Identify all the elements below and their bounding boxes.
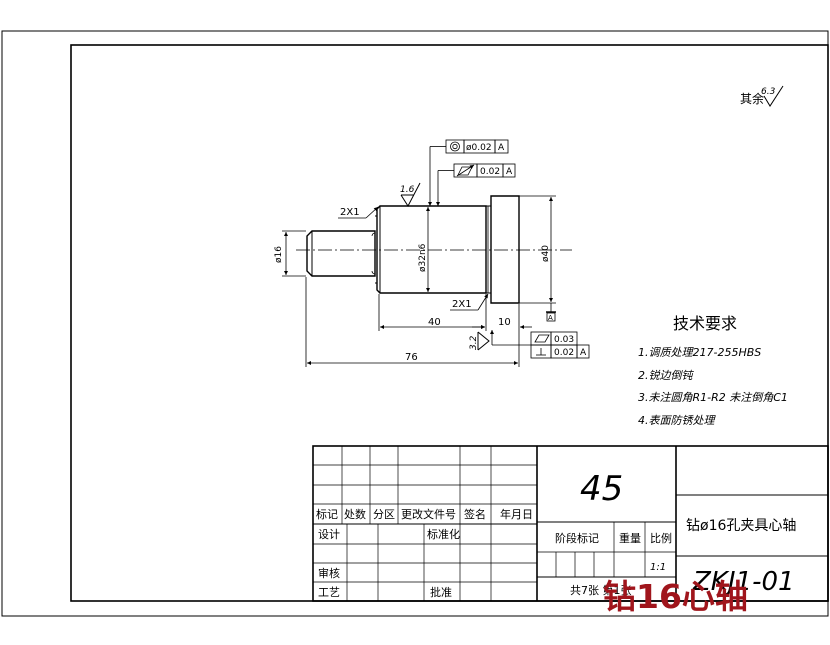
tol-concentricity-datum: A: [498, 143, 505, 153]
roughness-bottom-symbol: [477, 331, 490, 351]
tb-hdr-mark: 标记: [316, 507, 338, 521]
tol-runout-datum: A: [506, 167, 513, 177]
tb-process: 工艺: [318, 586, 340, 599]
dim-d40-text: ø40: [541, 245, 551, 262]
tb-approve: 批准: [430, 585, 452, 599]
shaft-small-section: [306, 230, 376, 277]
shaft-part: [306, 195, 520, 304]
dim-d16: [282, 230, 306, 277]
dim-chamfer-top: [338, 206, 379, 219]
tb-hdr-zone: 分区: [373, 508, 395, 521]
surface-note-value: 6.3: [761, 87, 776, 97]
datum-a-symbol: [546, 303, 556, 322]
shaft-flange: [490, 195, 520, 304]
datum-a-label: A: [548, 314, 553, 322]
tb-hdr-sign: 签名: [464, 507, 486, 521]
tol-frame-perpendicularity: [490, 330, 590, 359]
tol-frame-concentricity: [428, 139, 509, 206]
tb-weight: 重量: [619, 531, 641, 545]
surface-note-text: 其余: [740, 91, 764, 106]
dim-76: [305, 277, 520, 367]
surface-roughness-note: 其余 6.3: [740, 85, 784, 107]
dim-76-text: 76: [405, 352, 418, 363]
tech-item-3: 3.未注圆角R1-R2 未注倒角C1: [638, 391, 788, 404]
dim-10-text: 10: [498, 317, 511, 328]
tb-standardize: 标准化: [427, 527, 460, 541]
tol-frame-runout: [436, 163, 516, 206]
tb-hdr-count: 处数: [344, 508, 366, 521]
tb-scale-value: 1:1: [650, 562, 666, 573]
dim-40-text: 40: [428, 317, 441, 328]
dim-d32-text: ø32n6: [418, 243, 428, 272]
tb-material: 45: [580, 469, 623, 509]
dim-40-10: [378, 294, 532, 331]
tol-perp-value: 0.02: [554, 348, 574, 358]
tb-review: 审核: [318, 566, 340, 580]
roughness-left-value: 1.6: [400, 185, 415, 195]
title-block-text: 标记 处数 分区 更改文件号 签名 年月日 设计 标准化 审核 工艺 批准 45…: [316, 469, 796, 599]
shaft-mid-section: [376, 205, 487, 294]
roughness-bottom-value: 3.2: [469, 335, 479, 350]
tb-scale-label: 比例: [650, 531, 672, 545]
dim-chamfer-bottom-text: 2X1: [452, 299, 472, 310]
tb-part-name: 钻ø16孔夹具心轴: [686, 518, 796, 534]
tb-stage-mark: 阶段标记: [555, 531, 599, 545]
dim-d40: [519, 195, 556, 304]
tb-hdr-docno: 更改文件号: [401, 507, 456, 521]
tol-concentricity-value: ø0.02: [466, 143, 492, 153]
tb-sheets: 共7张 第1张: [570, 583, 632, 597]
title-block: [312, 445, 829, 602]
dim-chamfer-top-text: 2X1: [340, 207, 360, 218]
tech-item-4: 4.表面防锈处理: [638, 414, 716, 427]
tb-hdr-date: 年月日: [500, 507, 533, 521]
roughness-left-symbol: [400, 182, 421, 207]
tech-item-2: 2.锐边倒钝: [638, 369, 694, 382]
tech-item-1: 1.调质处理217-255HBS: [638, 346, 761, 359]
tol-runout-value: 0.02: [480, 167, 500, 177]
tb-design: 设计: [318, 528, 340, 541]
tech-title: 技术要求: [673, 314, 737, 333]
watermark-text: 钻16心轴: [603, 577, 748, 616]
tol-flatness-value: 0.03: [554, 335, 574, 345]
tol-perp-datum: A: [580, 348, 587, 358]
tb-drawing-no: ZKJ1-01: [692, 567, 795, 597]
dim-d16-text: ø16: [274, 246, 284, 263]
technical-requirements: 技术要求 1.调质处理217-255HBS 2.锐边倒钝 3.未注圆角R1-R2…: [638, 314, 788, 427]
